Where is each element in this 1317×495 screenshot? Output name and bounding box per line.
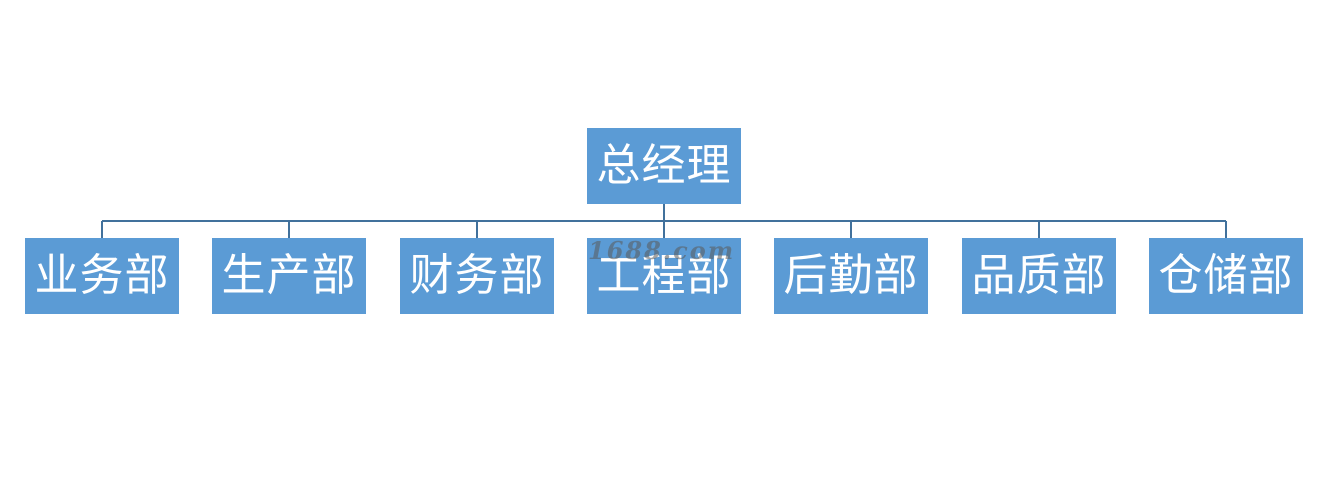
node-general-manager[interactable]: 总经理 — [587, 128, 741, 204]
node-production-dept[interactable]: 生产部 — [212, 238, 366, 314]
node-finance-dept[interactable]: 财务部 — [400, 238, 554, 314]
node-engineering-dept[interactable]: 工程部 — [587, 238, 741, 314]
node-logistics-dept[interactable]: 后勤部 — [774, 238, 928, 314]
node-warehouse-dept[interactable]: 仓储部 — [1149, 238, 1303, 314]
node-business-dept[interactable]: 业务部 — [25, 238, 179, 314]
node-quality-dept[interactable]: 品质部 — [962, 238, 1116, 314]
